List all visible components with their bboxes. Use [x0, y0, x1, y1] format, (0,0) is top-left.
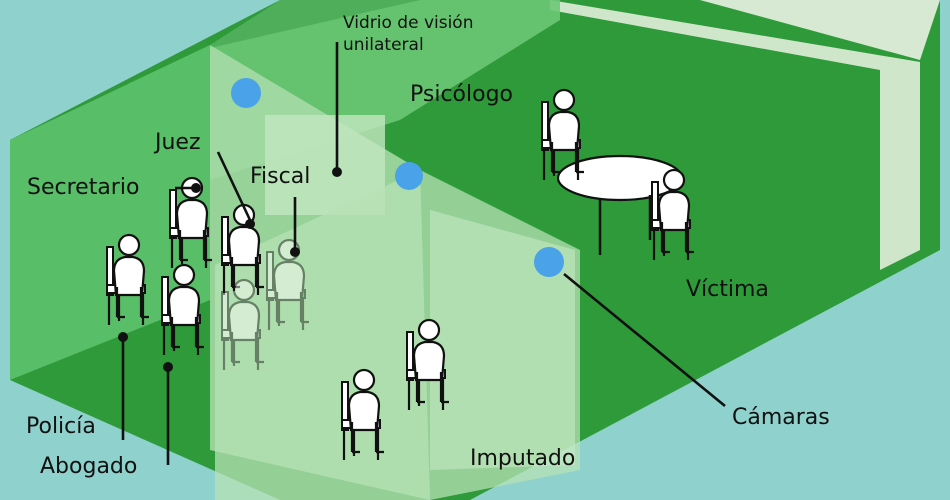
cameras-label: Cámaras [732, 405, 830, 430]
pointer-dot [332, 167, 342, 177]
victim-label: Víctima [686, 277, 769, 302]
mirror-label-line2: unilateral [343, 35, 424, 55]
camera-icon [534, 247, 564, 277]
camera-icon [231, 78, 261, 108]
police-label: Policía [26, 414, 96, 439]
glass-panel [430, 210, 575, 470]
pointer-dot [118, 332, 128, 342]
left-wall [10, 45, 210, 380]
prosecutor-label: Fiscal [250, 164, 311, 189]
lawyer-label: Abogado [40, 454, 138, 479]
pointer-dot [163, 362, 173, 372]
wall-top [210, 0, 420, 48]
camera-icon [395, 162, 423, 190]
judge-label: Juez [155, 130, 201, 155]
pointer-dot [245, 219, 255, 229]
pointer-dot [191, 183, 201, 193]
psychologist-label: Psicólogo [410, 82, 514, 107]
table-icon [556, 154, 684, 255]
right-wall [550, 0, 920, 270]
defendant-label: Imputado [470, 446, 576, 471]
secretary-label: Secretario [27, 175, 140, 200]
back-wall [430, 0, 940, 60]
pointer-dot [290, 247, 300, 257]
mirror-label-line1: Vidrio de visión [343, 13, 474, 33]
